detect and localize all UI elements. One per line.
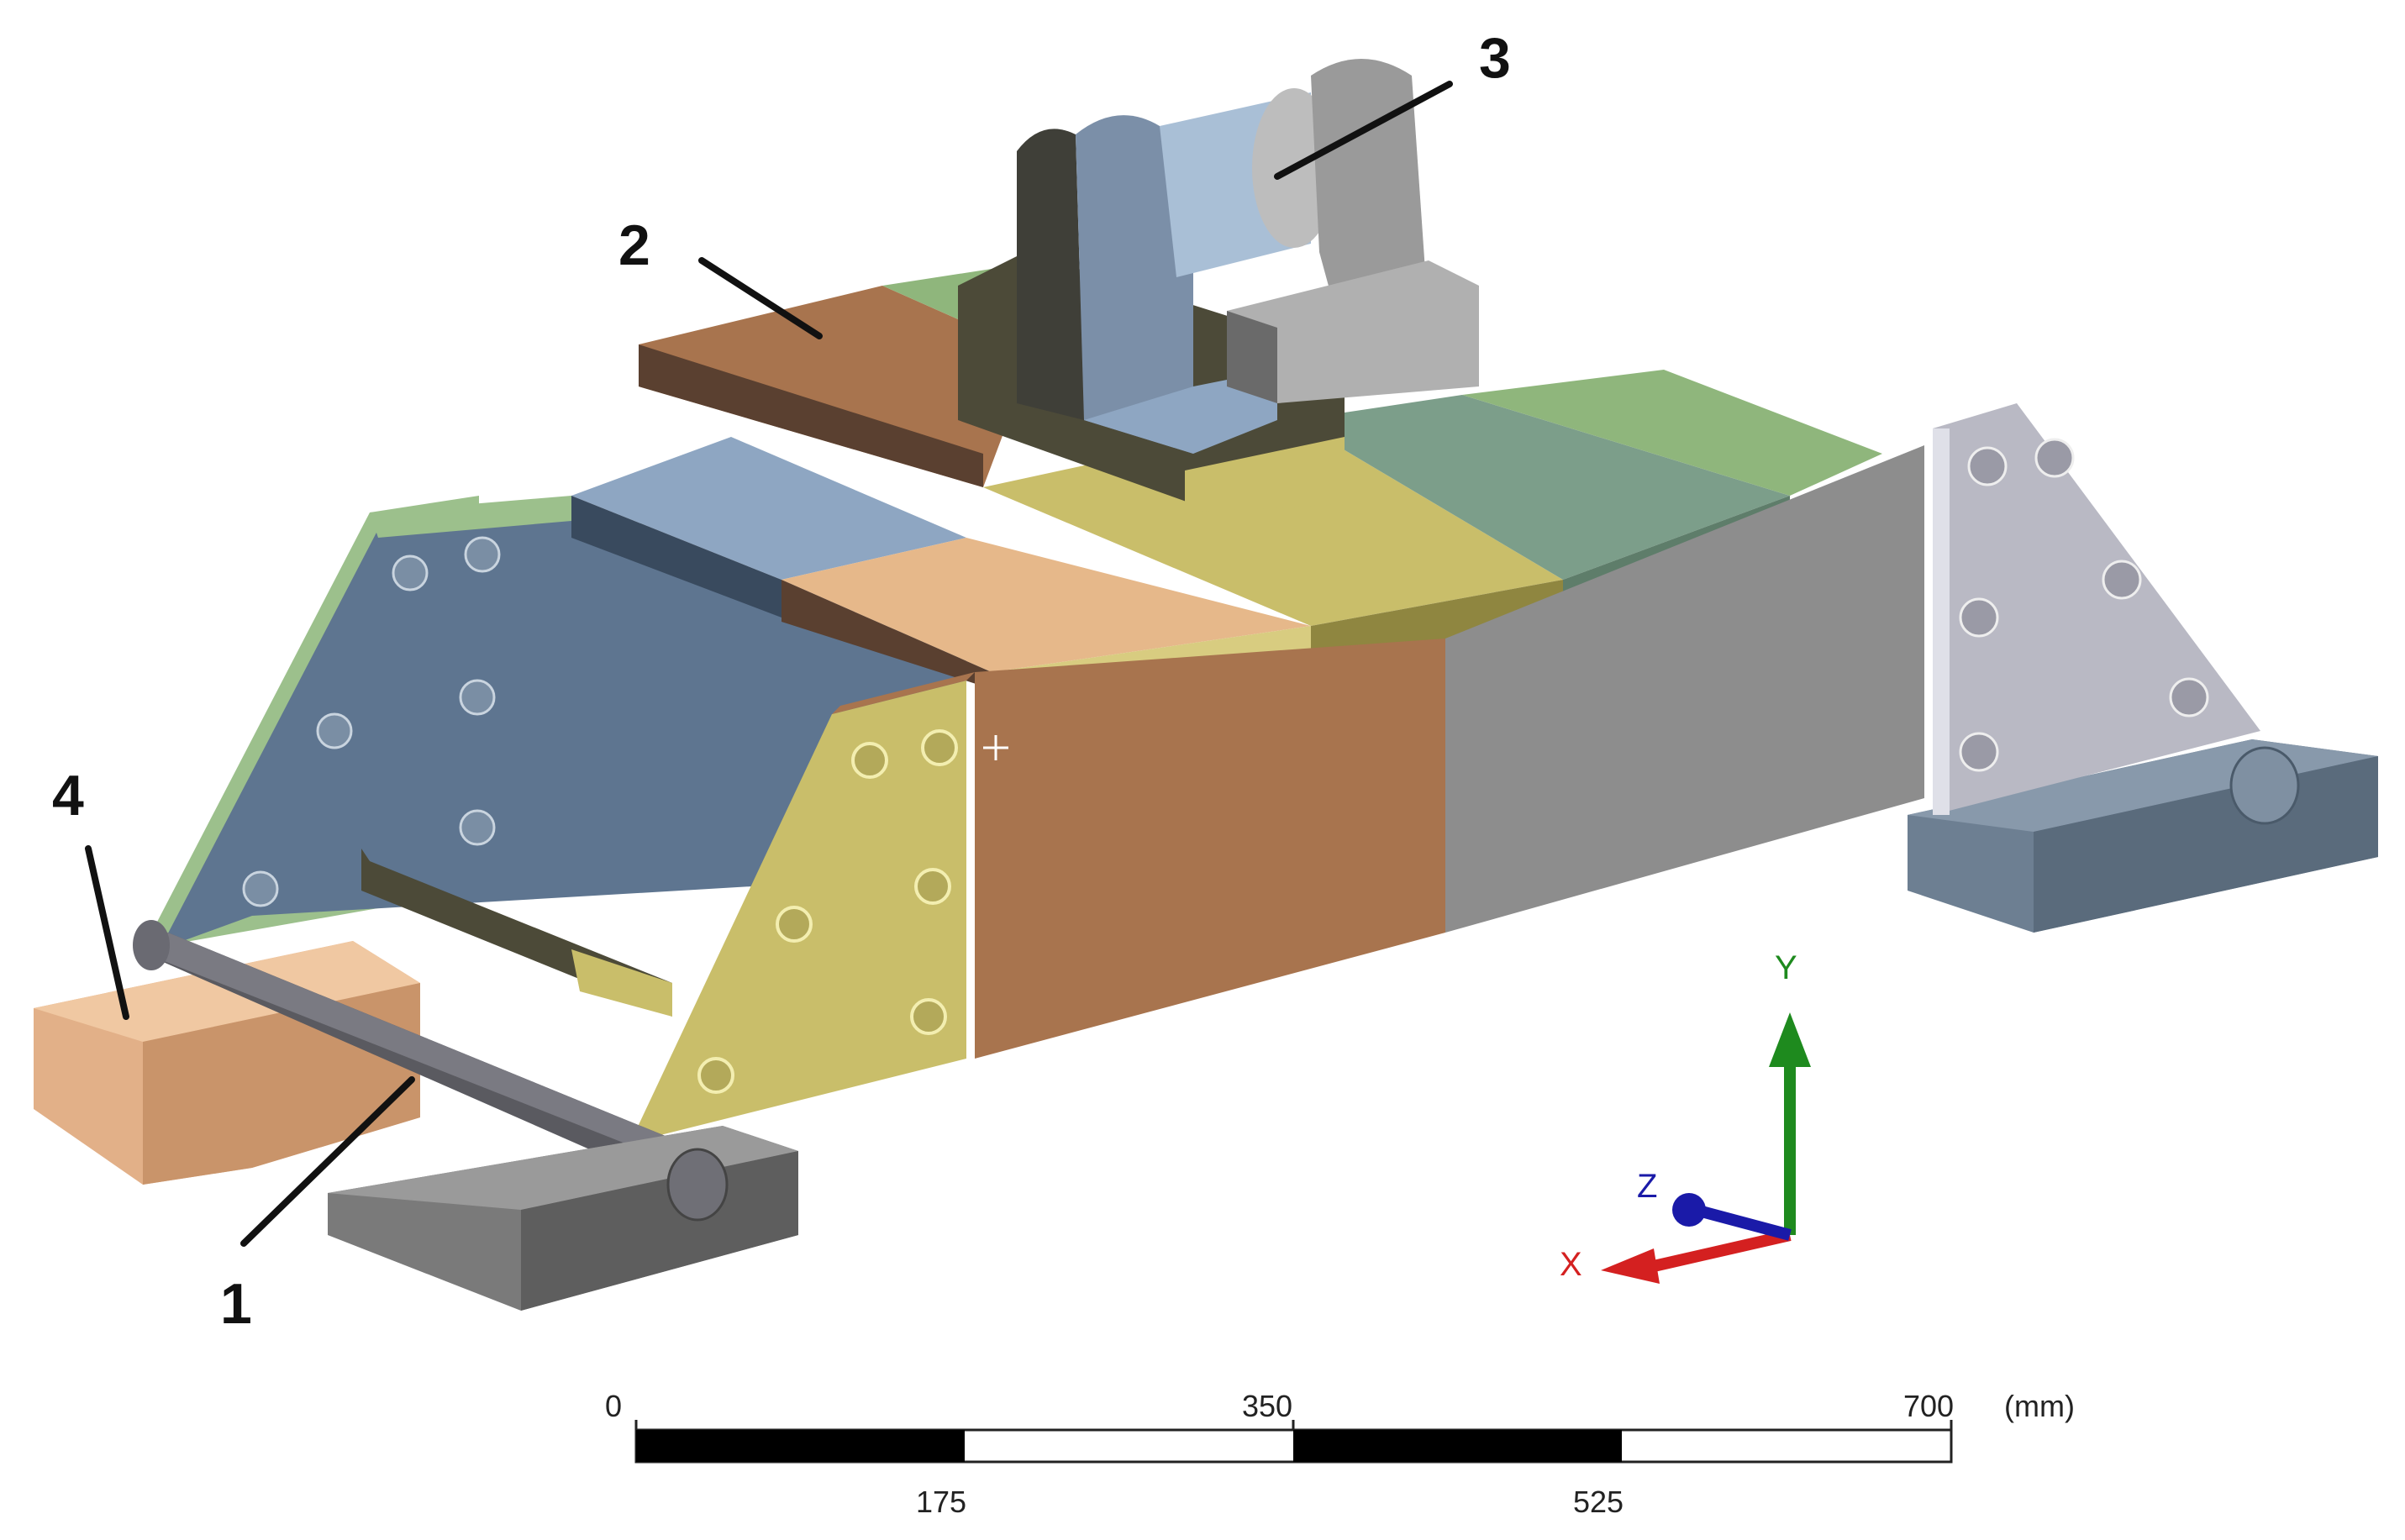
scale-label-350: 350 [1242, 1389, 1292, 1423]
callout-3-label: 3 [1479, 26, 1511, 90]
left-plate-bolt-holes [242, 536, 501, 907]
triad-z-label: Z [1637, 1168, 1657, 1205]
callout-4-label: 4 [52, 764, 84, 828]
main-beam [571, 370, 1924, 1059]
triad-y-arrowhead [1769, 1012, 1811, 1067]
scale-unit-label: (mm) [2004, 1389, 2075, 1423]
center-marker [983, 735, 1008, 760]
scale-label-700: 700 [1903, 1389, 1954, 1423]
coordinate-triad: Y Z X [1560, 949, 1811, 1284]
scale-bar-segment-3 [1293, 1430, 1622, 1462]
triad-z-marker [1672, 1193, 1706, 1227]
rear-right-support-block [1908, 739, 2378, 933]
scale-label-0: 0 [605, 1389, 622, 1423]
scale-label-175: 175 [916, 1485, 966, 1519]
right-plate-bolt-holes [1959, 438, 2209, 772]
left-side-plate [143, 496, 966, 949]
callout-2-label: 2 [618, 213, 650, 277]
scale-label-525: 525 [1573, 1485, 1624, 1519]
front-plate-bolt-holes [697, 729, 958, 1094]
triad-y-label: Y [1775, 949, 1797, 986]
pillow-blocks [958, 59, 1479, 512]
scale-bar-segment-1 [636, 1430, 965, 1462]
front-shaft [133, 920, 723, 1193]
right-gusset-plate [1933, 403, 2260, 815]
triad-z-axis [1687, 1202, 1792, 1241]
triad-x-axis [1641, 1229, 1792, 1275]
front-gusset-plate [630, 672, 975, 1143]
scale-bar: 0 350 700 (mm) 175 525 [605, 1389, 2075, 1519]
triad-x-arrowhead [1601, 1248, 1660, 1284]
callout-leaders [85, 81, 1453, 1247]
triad-x-label: X [1560, 1246, 1582, 1283]
front-right-support-block [328, 1126, 798, 1311]
rear-cross-rod [361, 849, 672, 1017]
callout-1-label: 1 [220, 1272, 252, 1336]
